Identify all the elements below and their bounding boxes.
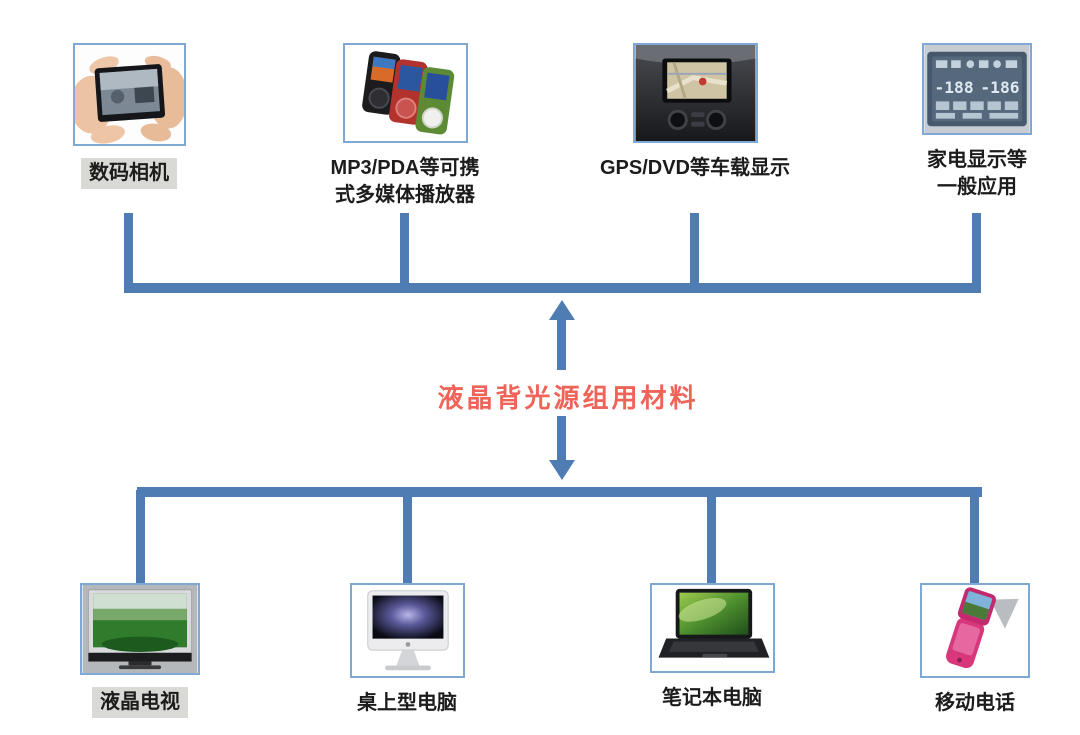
digital-camera-icon <box>74 45 184 144</box>
node-label-car-gps: GPS/DVD等车载显示 <box>599 157 791 179</box>
connector-top-stub-3 <box>690 213 699 291</box>
connector-bottom-stub-4 <box>970 490 979 585</box>
node-label-desktop-computer: 桌上型电脑 <box>357 692 457 714</box>
arrow-up-shaft <box>557 318 566 370</box>
node-laptop-computer: 笔记本电脑 <box>602 583 822 712</box>
center-label: 液晶背光源组用材料 <box>437 383 699 413</box>
mobile-phone-image <box>920 583 1030 678</box>
connector-top-stub-1 <box>124 213 133 291</box>
connector-bottom-stub-2 <box>403 490 412 585</box>
node-label-appliance-display: 家电显示等 一般应用 <box>927 149 1027 198</box>
node-label-digital-camera: 数码相机 <box>81 158 177 189</box>
arrow-up-icon <box>549 300 575 320</box>
appliance-display-icon: -188 -186 <box>924 45 1030 133</box>
laptop-icon <box>652 585 772 671</box>
connector-top-stub-4 <box>972 213 981 291</box>
desktop-computer-image <box>349 583 465 678</box>
lcd-tv-image <box>80 583 200 675</box>
node-label-laptop-computer: 笔记本电脑 <box>662 687 762 709</box>
node-portable-media-players: MP3/PDA等可携 式多媒体播放器 <box>295 43 515 209</box>
connector-top-bar <box>124 283 981 293</box>
appliance-lcd-panel-image: -188 -186 <box>922 43 1032 135</box>
node-lcd-tv: 液晶电视 <box>40 583 240 718</box>
node-appliance-display: -188 -186 家电显示等 一般应用 <box>882 43 1072 201</box>
connector-bottom-stub-1 <box>136 490 145 585</box>
digital-camera-in-hands-image <box>72 43 186 146</box>
arrow-down-shaft <box>557 416 566 462</box>
mp3-player-icon <box>345 45 465 141</box>
connector-bottom-bar <box>137 487 982 497</box>
arrow-down-icon <box>549 460 575 480</box>
connector-top-stub-2 <box>400 213 409 291</box>
car-dashboard-gps-image <box>632 43 758 143</box>
node-mobile-phone: 移动电话 <box>880 583 1070 717</box>
node-desktop-computer: 桌上型电脑 <box>297 583 517 717</box>
node-digital-camera: 数码相机 <box>29 43 229 189</box>
car-gps-icon <box>635 45 755 141</box>
node-car-gps: GPS/DVD等车载显示 <box>565 43 825 182</box>
desktop-computer-icon <box>351 585 463 676</box>
lcd-tv-icon <box>82 585 198 673</box>
portable-media-players-image <box>342 43 468 143</box>
mobile-phone-icon <box>922 585 1028 676</box>
svg-text:-188: -188 <box>934 78 973 97</box>
node-label-mobile-phone: 移动电话 <box>935 692 1015 714</box>
connector-bottom-stub-3 <box>707 490 716 585</box>
laptop-computer-image <box>649 583 775 673</box>
node-label-lcd-tv: 液晶电视 <box>92 687 188 718</box>
svg-text:-186: -186 <box>980 78 1019 97</box>
node-label-portable-media-players: MP3/PDA等可携 式多媒体播放器 <box>330 157 480 206</box>
